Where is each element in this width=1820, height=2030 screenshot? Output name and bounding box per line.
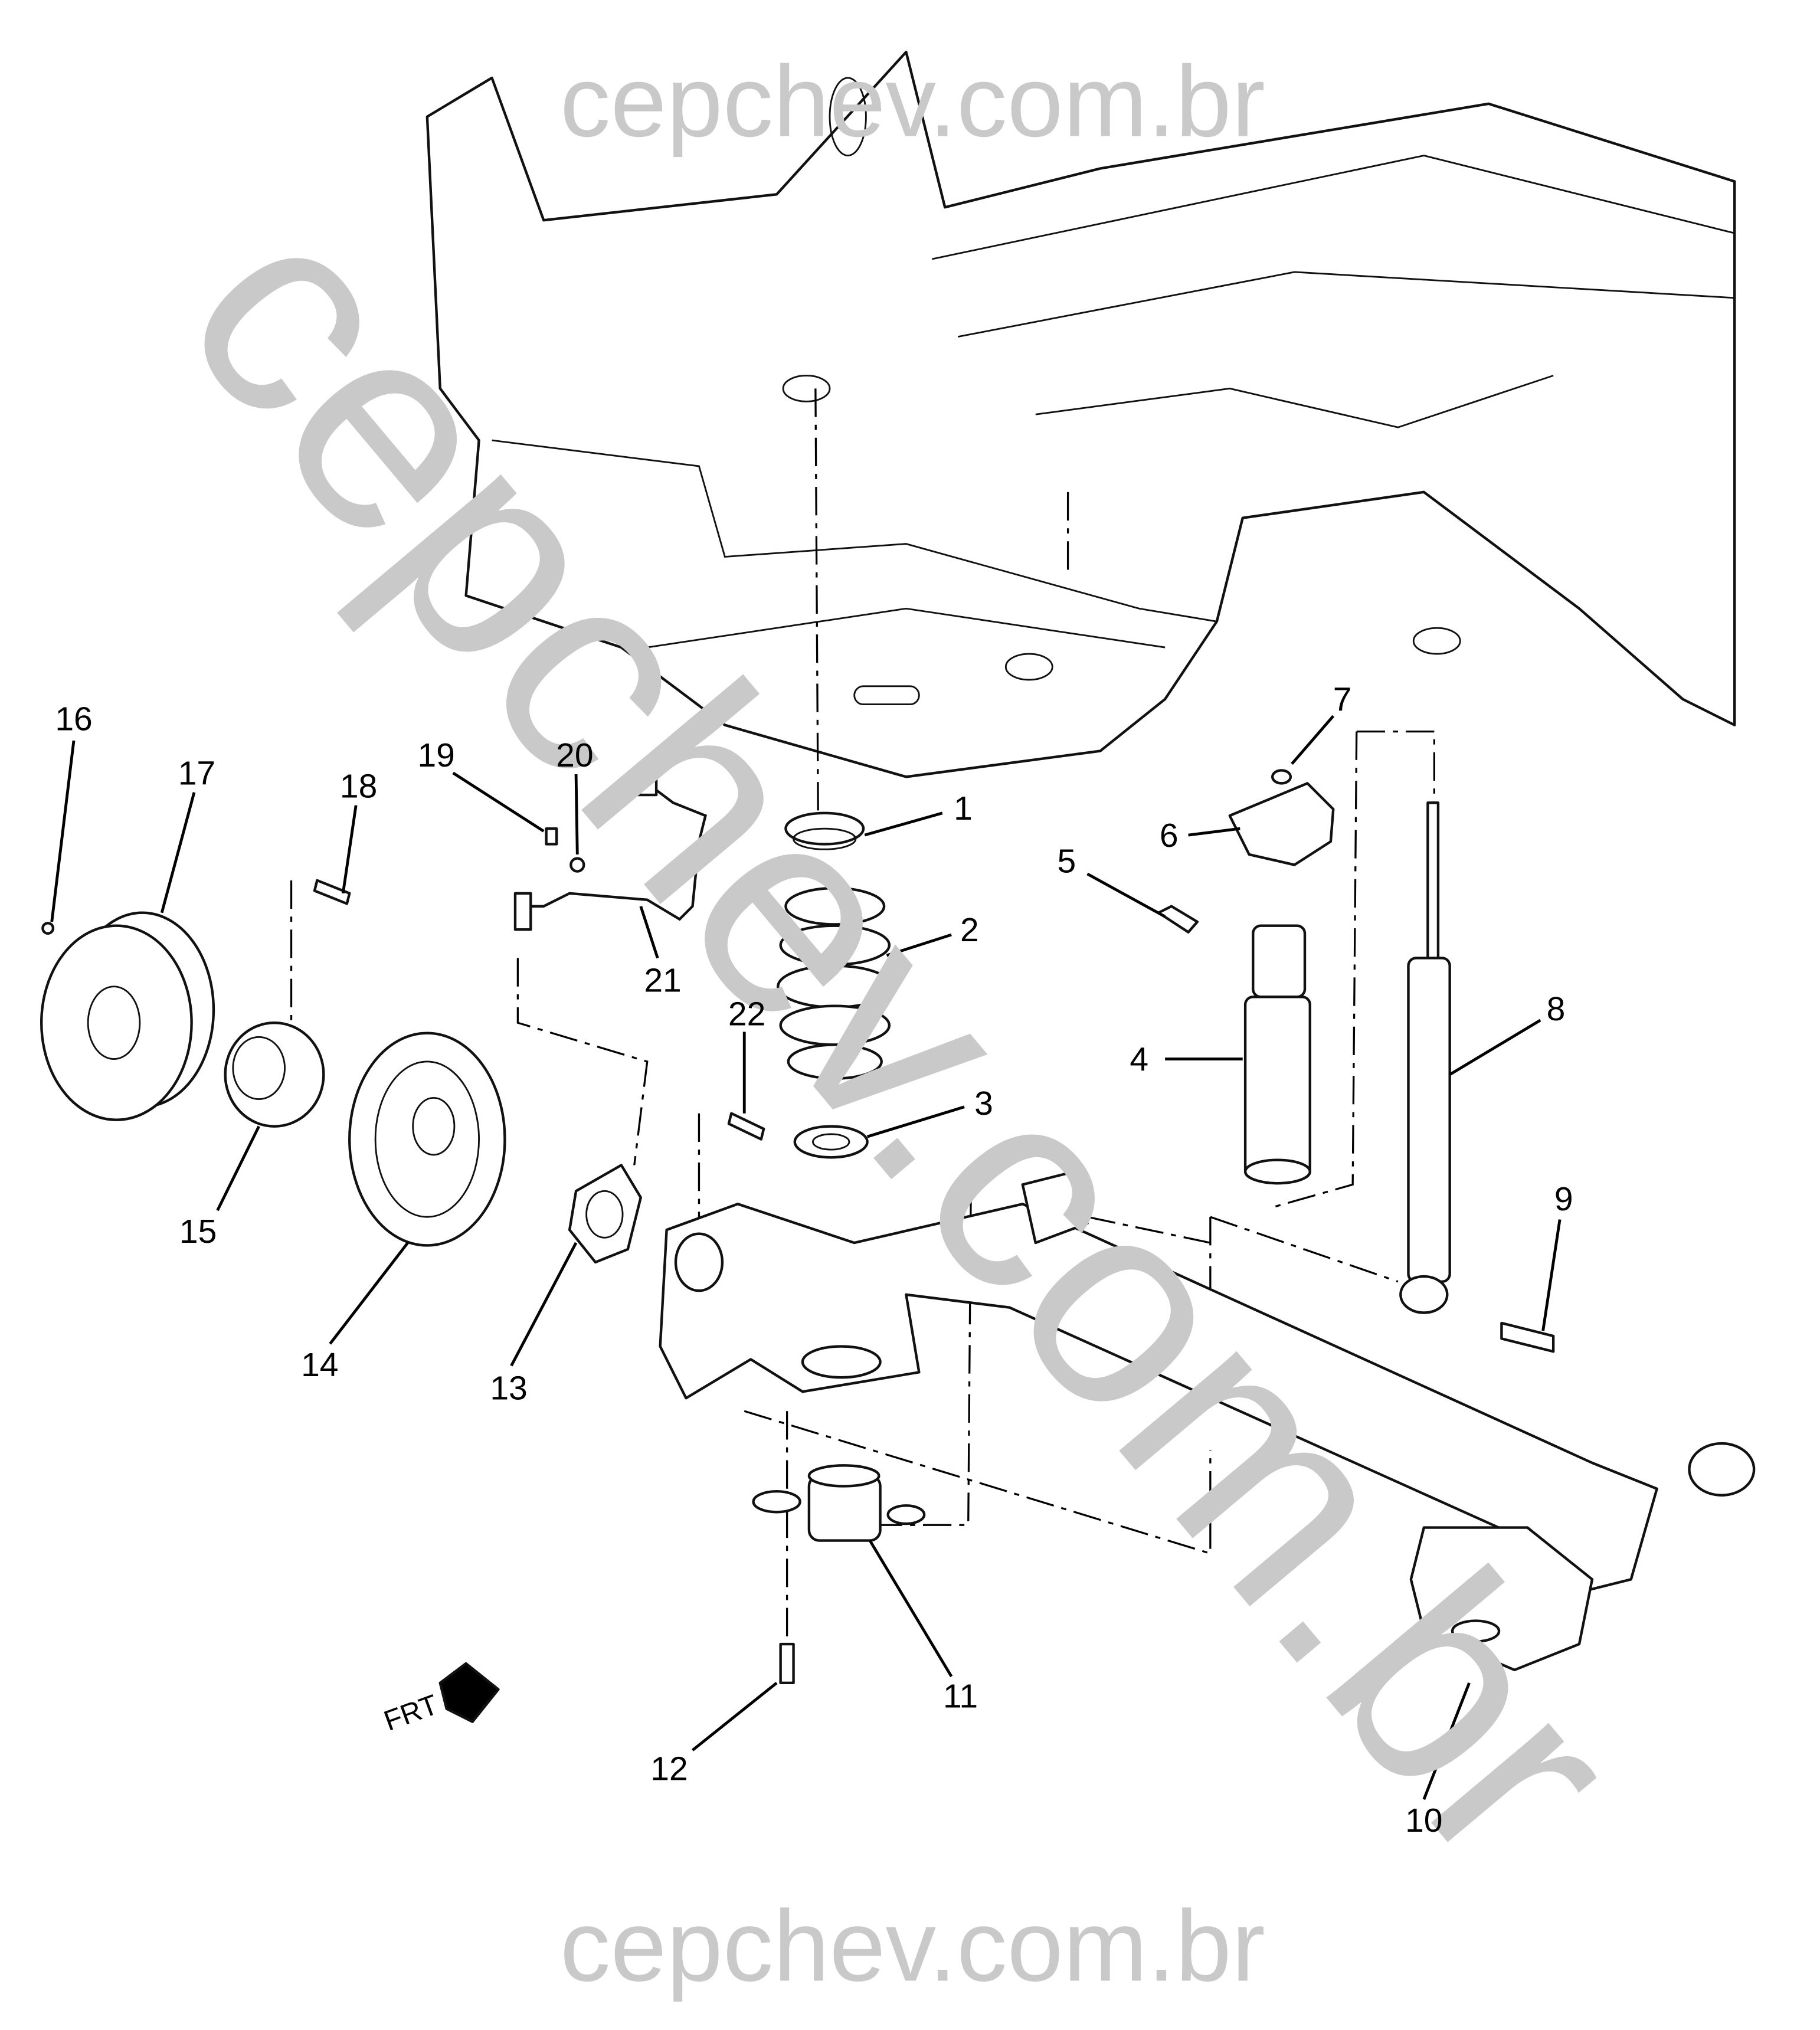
spring-insulator-lower (793, 1125, 869, 1159)
callout-12: 12 (650, 1750, 688, 1787)
callout-22: 22 (728, 996, 765, 1033)
callout-16: 16 (55, 700, 92, 738)
callout-labels: 1 2 3 4 5 6 7 8 9 10 11 12 13 14 15 16 1… (55, 681, 1573, 1840)
brake-backing-plate (348, 1032, 506, 1247)
callout-18: 18 (340, 767, 377, 805)
callout-11: 11 (943, 1677, 978, 1715)
spring-insulator-upper (784, 811, 865, 850)
brake-drum (40, 911, 215, 1121)
callout-9: 9 (1554, 1180, 1573, 1218)
watermark-top: cepchev.com.br (560, 45, 1265, 158)
callout-4: 4 (1130, 1040, 1148, 1078)
wheel-hub-bearing (224, 879, 351, 1128)
callout-3: 3 (974, 1085, 993, 1122)
callout-5: 5 (1058, 843, 1076, 880)
assembly-phantom-lines (290, 388, 1435, 1645)
rear-axle (659, 1170, 1756, 1672)
coil-spring (777, 886, 893, 1080)
abs-sensor-plate (568, 1164, 642, 1264)
frt-label: FRT (380, 1688, 443, 1737)
shock-absorber (1399, 801, 1555, 1353)
vehicle-underbody (425, 50, 1736, 778)
callout-1: 1 (954, 790, 973, 827)
watermark-bottom: cepchev.com.br (560, 1890, 1265, 2002)
axle-bushing (752, 1464, 926, 1685)
callout-10: 10 (1405, 1802, 1442, 1839)
shock-bumper (1243, 924, 1311, 1185)
callout-14: 14 (301, 1346, 338, 1384)
front-direction-indicator: FRT (380, 1662, 500, 1737)
shock-mount-bracket (1157, 769, 1335, 934)
wheel-speed-sensor-harness (513, 765, 765, 1141)
leader-lines (50, 715, 1562, 1800)
callout-8: 8 (1547, 990, 1566, 1028)
callout-2: 2 (960, 911, 979, 949)
callout-15: 15 (179, 1213, 217, 1250)
callout-20: 20 (556, 736, 593, 774)
callout-7: 7 (1333, 681, 1352, 719)
callout-21: 21 (644, 962, 681, 1000)
callout-19: 19 (417, 736, 454, 774)
callout-6: 6 (1160, 817, 1179, 854)
callout-17: 17 (178, 755, 215, 793)
callout-13: 13 (490, 1369, 527, 1407)
